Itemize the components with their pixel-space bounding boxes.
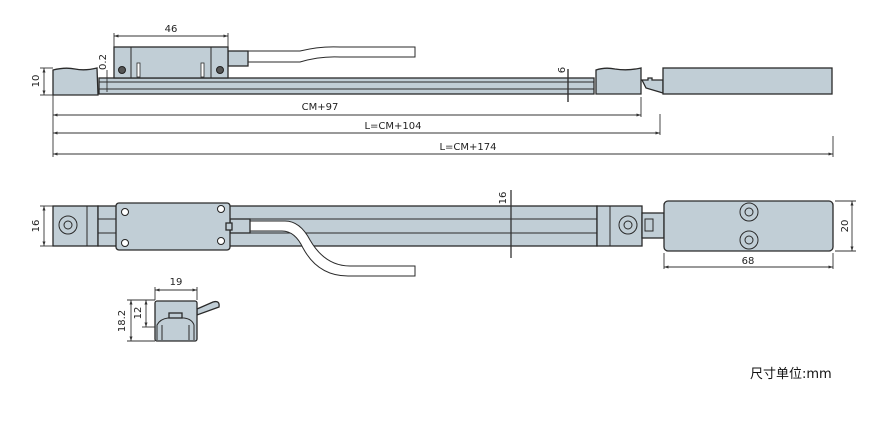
- cable-gland: [227, 50, 249, 67]
- dim-width-left: 16: [31, 220, 42, 233]
- dim-end-inner-height: 12: [133, 307, 144, 320]
- reading-head: [113, 46, 229, 79]
- left-end-block: [52, 205, 99, 247]
- dim-cm104: L=CM+104: [364, 121, 421, 132]
- left-end-block: [52, 67, 99, 96]
- connector: [640, 77, 664, 94]
- scale-rail: [98, 77, 595, 95]
- dim-width-mid: 16: [498, 192, 509, 205]
- end-view: 19 18.2 12: [117, 277, 220, 342]
- interface-box: [662, 67, 833, 95]
- dim-rail-height: 6: [557, 67, 568, 73]
- right-end-block: [595, 67, 642, 95]
- screw-icon: [118, 66, 126, 74]
- bottom-view: 16 16 20 68: [31, 190, 856, 277]
- dim-box-height: 20: [840, 220, 851, 233]
- mount-hole-icon: [739, 230, 759, 250]
- head-end-profile: [154, 300, 198, 342]
- unit-label: 尺寸单位:mm: [750, 367, 832, 382]
- screw-icon: [217, 205, 225, 213]
- dim-cm174: L=CM+174: [439, 142, 496, 153]
- cable: [247, 46, 416, 63]
- dim-height: 10: [31, 75, 42, 88]
- top-view: 46 10 0.2 6 CM+97 L=CM+104 L=CM+174: [31, 24, 834, 157]
- mount-hole-icon: [58, 215, 78, 235]
- screw-icon: [216, 66, 224, 74]
- screw-icon: [121, 239, 129, 247]
- dim-cm97: CM+97: [302, 102, 339, 113]
- cable: [249, 220, 416, 277]
- mount-hole-icon: [618, 215, 638, 235]
- mount-hole-icon: [739, 202, 759, 222]
- screw-icon: [217, 237, 225, 245]
- screw-icon: [121, 208, 129, 216]
- dim-end-height: 18.2: [117, 310, 128, 332]
- dim-end-width: 19: [170, 277, 183, 288]
- interface-box: [663, 200, 834, 252]
- dim-box-length: 68: [742, 256, 755, 267]
- dim-gap: 0.2: [98, 54, 109, 70]
- dim-head-width: 46: [165, 24, 178, 35]
- reading-head: [115, 202, 233, 251]
